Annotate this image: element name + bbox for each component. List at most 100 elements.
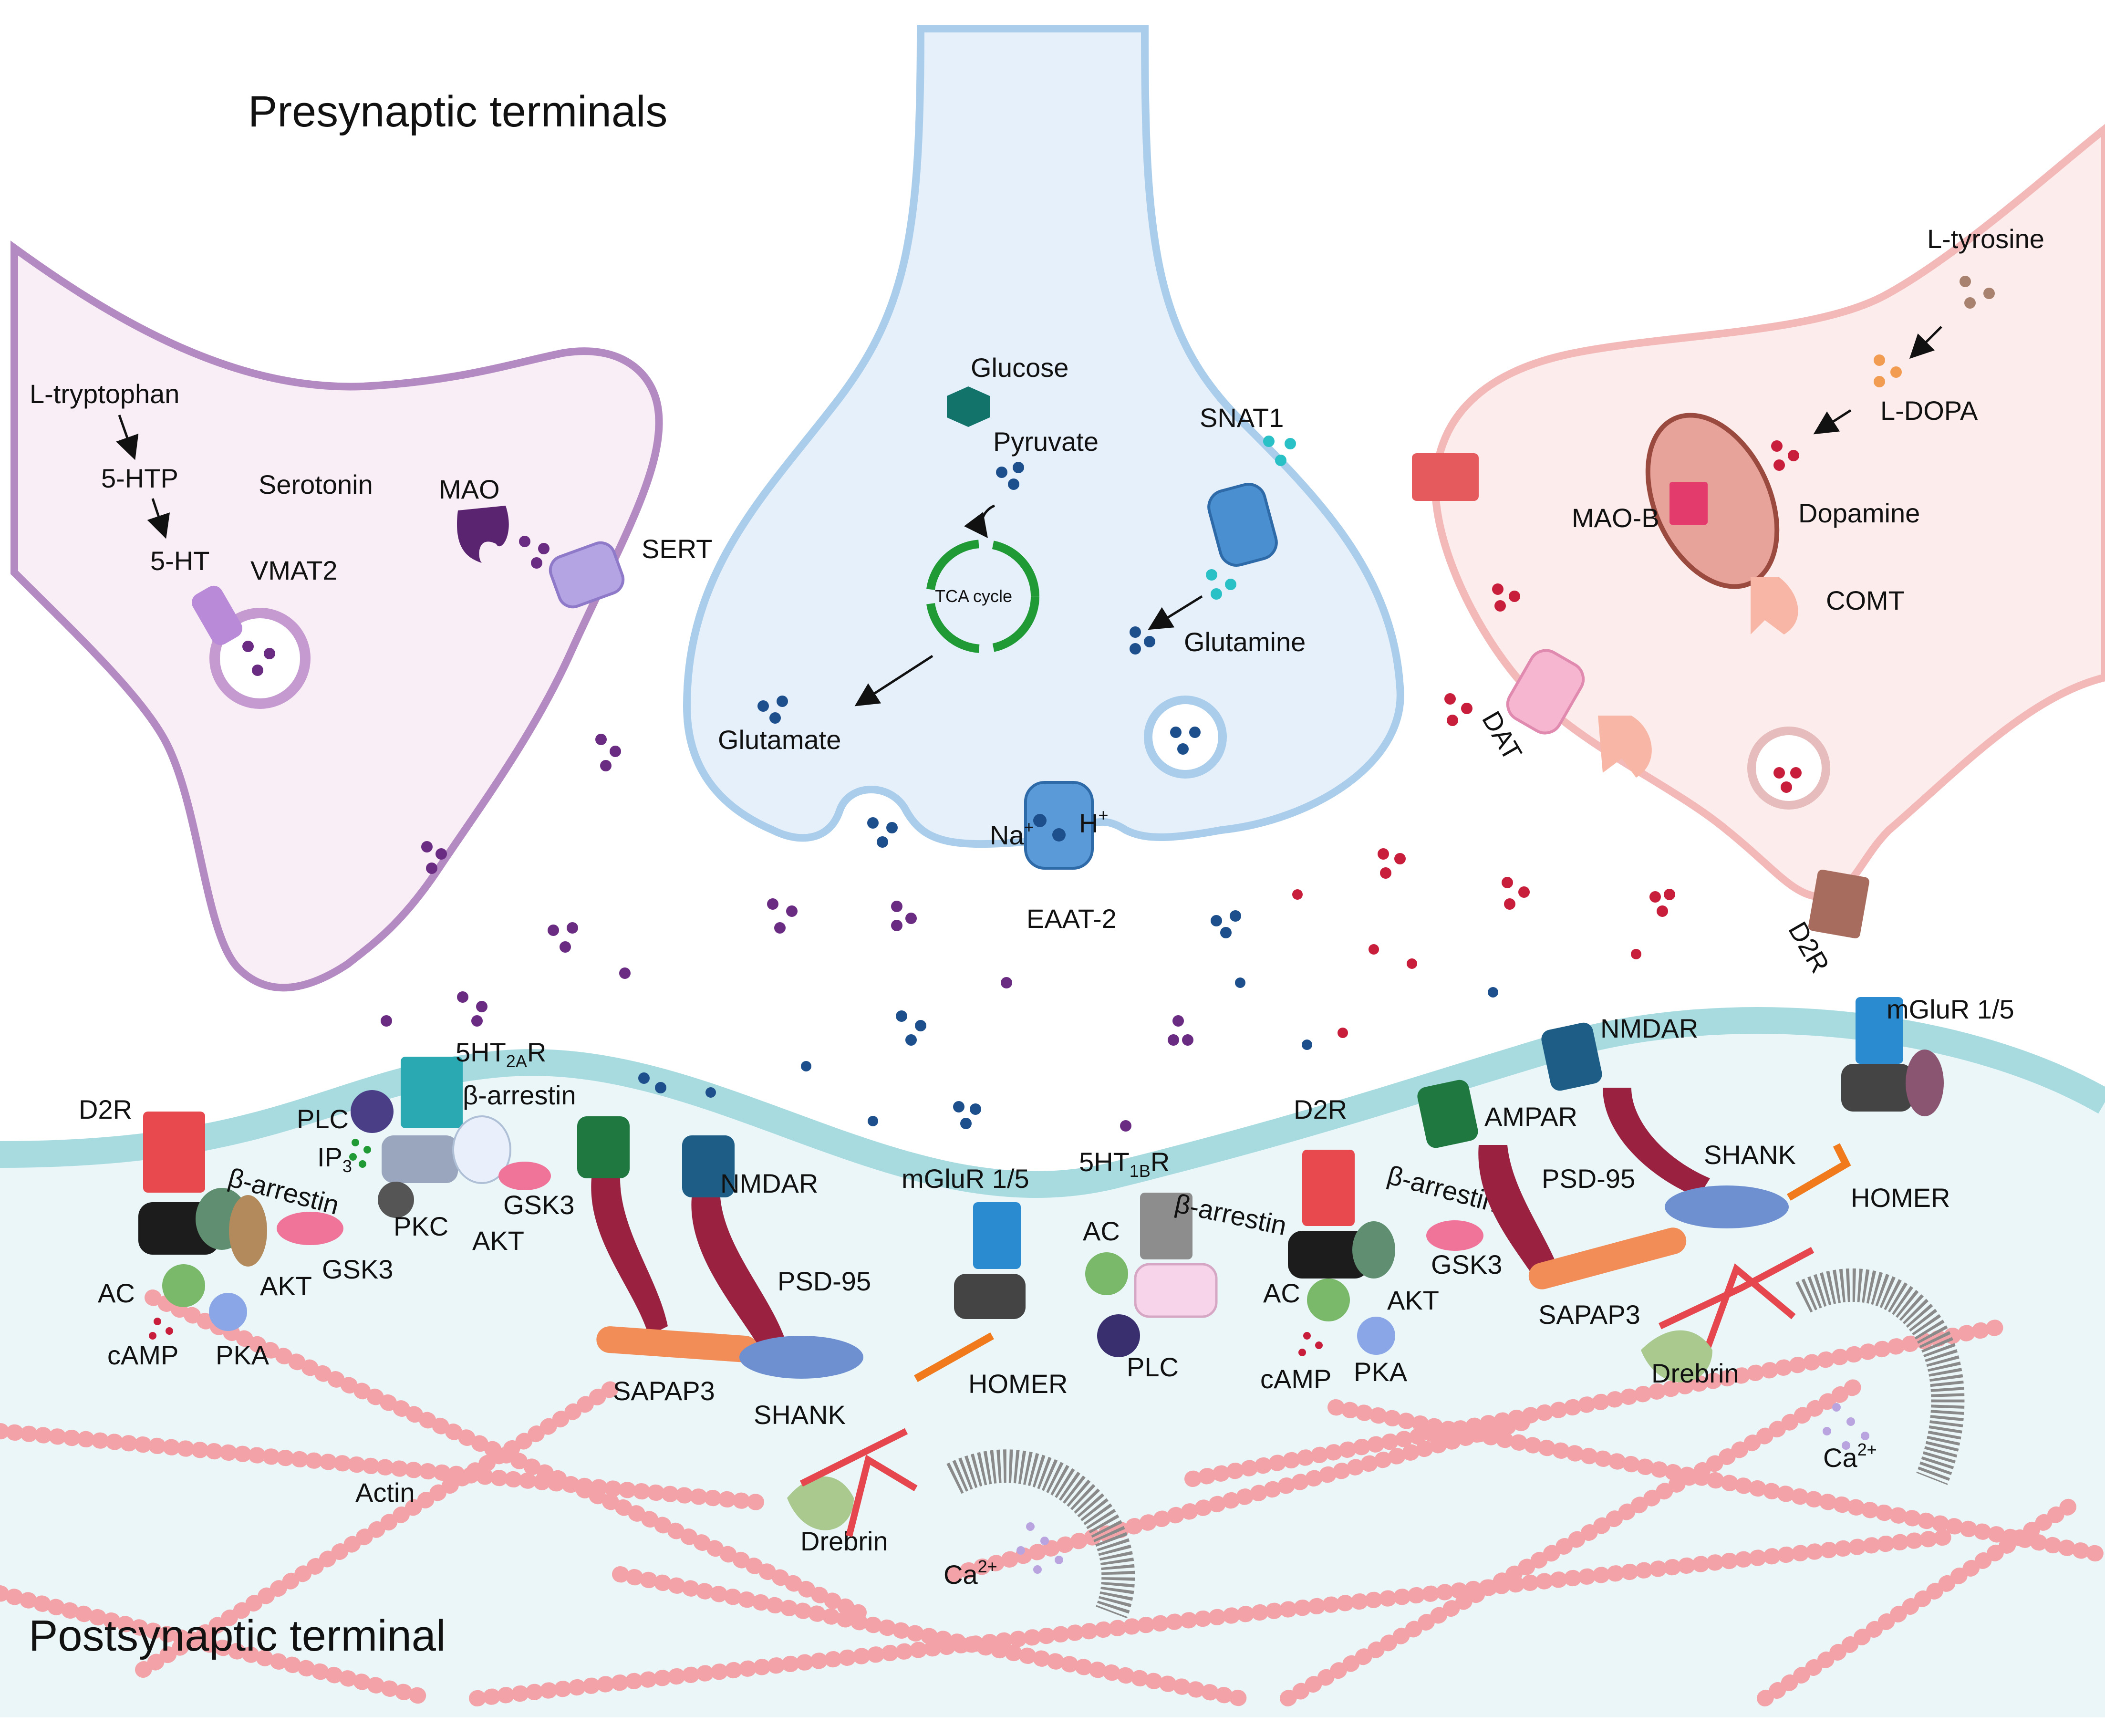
d2r-presynaptic-left (1412, 453, 1479, 501)
label-ip3-prefix: IP (317, 1142, 342, 1172)
nmdar-receptor-1a (577, 1116, 630, 1178)
label-sapap3-1: SAPAP3 (613, 1376, 715, 1406)
arrow-tyrosine-dopa (1909, 326, 1942, 359)
label-vmat2: VMAT2 (250, 555, 338, 585)
arrow-dopa-dopamine (1813, 409, 1852, 435)
label-ac-2: AC (1083, 1216, 1120, 1246)
label-ca-1-sup: 2+ (978, 1557, 997, 1576)
mglur-effector-2 (1906, 1050, 1944, 1116)
label-ac-1: AC (98, 1278, 135, 1308)
label-plc-2: PLC (1127, 1352, 1179, 1382)
camp-molecules (149, 1318, 1323, 1356)
title-postsynaptic: Postsynaptic terminal (29, 1611, 446, 1660)
arrow-glutamine (1148, 595, 1203, 630)
nmdar-receptor-2 (1541, 1022, 1602, 1091)
mao-b-enzyme (1669, 482, 1708, 525)
label-eaat2: EAAT-2 (1027, 904, 1117, 934)
endoplasmic-reticulum-2 (1795, 1268, 1965, 1485)
g-protein-5ht2a (382, 1135, 458, 1183)
beta-arrestin-shape-2 (452, 1115, 511, 1184)
label-na-sup: + (1024, 817, 1034, 837)
label-ampar: AMPAR (1484, 1102, 1577, 1132)
ac-enzyme-1 (162, 1264, 205, 1307)
label-camp-1: cAMP (107, 1340, 178, 1370)
glutamate-neuron (683, 25, 1404, 848)
psd95-shape-1a (591, 1178, 668, 1336)
calcium-ions (1016, 1403, 1869, 1574)
label-gsk3-1: GSK3 (322, 1254, 393, 1284)
5ht1b-receptor (1140, 1193, 1192, 1259)
label-akt-3: AKT (1387, 1285, 1439, 1315)
snat1-transporter (1207, 483, 1278, 567)
label-na: Na+ (990, 817, 1034, 850)
endoplasmic-reticulum-1 (946, 1449, 1135, 1619)
label-ca-2-sup: 2+ (1857, 1440, 1877, 1459)
label-tca-cycle: TCA cycle (935, 586, 1012, 606)
akt-shape-1 (229, 1195, 267, 1267)
label-5ht2ar-suffix: R (527, 1037, 546, 1067)
label-snat1: SNAT1 (1200, 403, 1284, 433)
psd95-shape-2 (1603, 1088, 1710, 1197)
label-psd95-1: PSD-95 (778, 1266, 871, 1296)
cytoskeleton-crosslink-1 (799, 1428, 918, 1537)
label-5ht1br: 5HT1BR (1079, 1147, 1170, 1181)
d2r-presynaptic-right (1808, 870, 1869, 938)
label-gsk3-3: GSK3 (1431, 1249, 1502, 1279)
label-shank-2: SHANK (1704, 1140, 1796, 1170)
ampar-receptor (1417, 1080, 1478, 1148)
cytoskeleton-crosslink-2 (1659, 1247, 1815, 1375)
label-pyruvate: Pyruvate (993, 426, 1099, 457)
mglur-receptor-2 (1856, 997, 1903, 1064)
shank-shape-2 (1665, 1185, 1789, 1228)
shank-shape-1 (739, 1336, 863, 1379)
label-d2r-mid: D2R (1294, 1094, 1347, 1124)
label-psd95-2: PSD-95 (1542, 1164, 1635, 1194)
label-glutamine: Glutamine (1184, 627, 1306, 657)
label-pka-2: PKA (1354, 1357, 1408, 1387)
label-nmdar-1: NMDAR (720, 1168, 818, 1198)
label-nmdar-2: NMDAR (1600, 1013, 1698, 1043)
label-ca-1: Ca2+ (944, 1557, 997, 1590)
label-sert: SERT (642, 534, 712, 564)
sert-transporter (549, 541, 625, 609)
arrow-htp-ht (147, 498, 170, 539)
d2r-receptor-left (143, 1112, 205, 1193)
glucose-shape (947, 386, 990, 427)
label-h-text: H (1079, 808, 1098, 838)
mao-enzyme-shape (457, 506, 509, 563)
sapap3-shape-2 (1528, 1227, 1687, 1289)
homer-shape-1 (914, 1332, 994, 1382)
nmdar-receptor-1 (682, 1135, 735, 1197)
label-ip3: IP3 (317, 1142, 352, 1176)
eaat2-transporter (1024, 781, 1094, 870)
arrow-pyruvate-tca (964, 504, 995, 539)
plc-enzyme-1 (351, 1090, 394, 1133)
label-h-sup: + (1098, 805, 1108, 825)
drebrin-shape-2 (1641, 1330, 1712, 1383)
vmat2-transporter (192, 585, 242, 645)
label-glutamate: Glutamate (718, 725, 841, 755)
label-mao-b: MAO-B (1572, 503, 1659, 533)
label-actin: Actin (355, 1477, 415, 1507)
gsk3-shape-3 (1426, 1220, 1483, 1251)
pka-enzyme-2 (1357, 1317, 1395, 1355)
sapap3-shape-1 (596, 1326, 758, 1362)
label-ip3-sub: 3 (342, 1156, 352, 1176)
g-protein-mglur-1 (954, 1274, 1026, 1319)
beta-arrestin-shape-4 (1352, 1221, 1395, 1279)
comt-enzyme-membrane (1598, 716, 1652, 778)
amino-acid-precursors (1206, 276, 1995, 600)
label-ac-3: AC (1263, 1278, 1300, 1308)
label-shank-1: SHANK (754, 1400, 846, 1430)
drebrin-shape-1 (787, 1476, 854, 1530)
arrow-tca-glutamate (854, 655, 933, 707)
label-drebrin-1: Drebrin (800, 1526, 888, 1556)
label-d2r-left: D2R (79, 1094, 132, 1124)
label-5ht2ar-sub: 2A (506, 1051, 527, 1071)
psd95-shape-2a (1478, 1145, 1562, 1288)
g-protein-5ht1b (1134, 1263, 1218, 1318)
glutamate-vesicle (1144, 696, 1227, 779)
label-drebrin-2: Drebrin (1651, 1358, 1739, 1388)
label-5-htp: 5-HTP (101, 463, 178, 493)
